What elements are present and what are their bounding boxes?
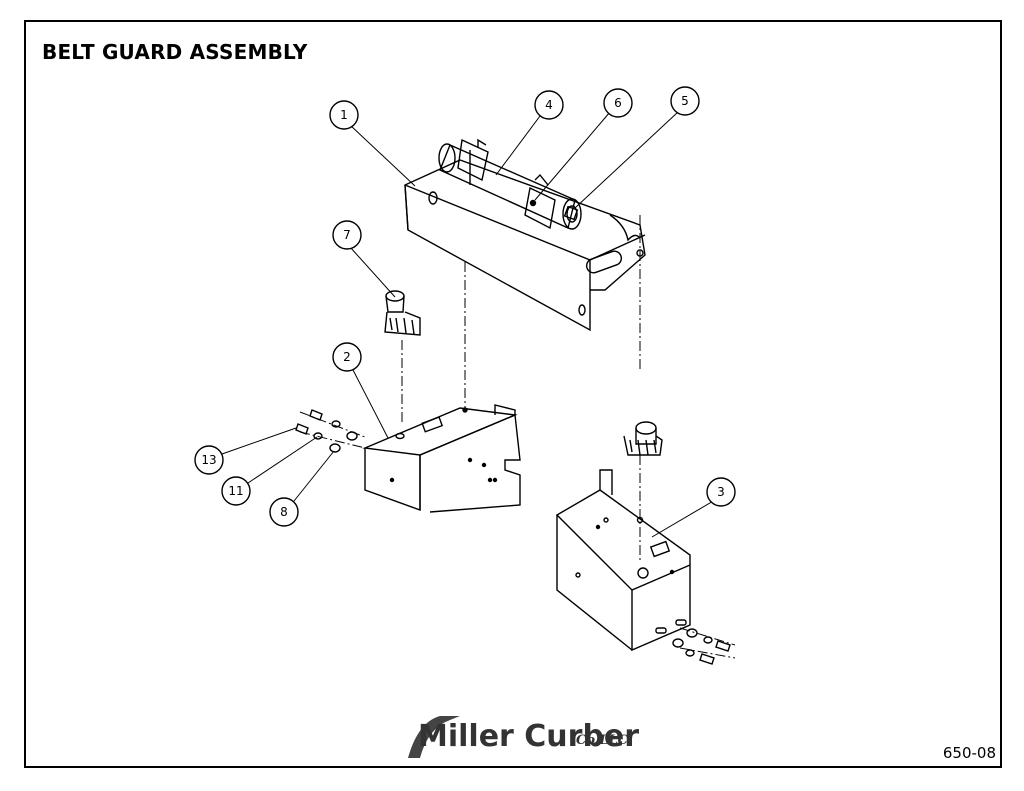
callout-6: 6 <box>603 88 633 118</box>
drawing-sheet-border: BELT GUARD ASSEMBLY 650-08 <box>24 20 1002 768</box>
svg-text:1: 1 <box>340 108 348 122</box>
part-1-top-cover <box>404 159 646 332</box>
svg-text:13: 13 <box>201 453 216 467</box>
logo-suffix: Co.LLC <box>576 733 629 748</box>
svg-text:11: 11 <box>228 484 243 498</box>
company-logo: Miller Curber Co.LLC <box>408 716 639 758</box>
svg-text:7: 7 <box>343 228 351 242</box>
callout-8: 8 <box>269 497 299 527</box>
part-3-right-bracket <box>555 469 691 652</box>
svg-text:4: 4 <box>545 98 553 112</box>
part-6-clamp <box>524 173 556 230</box>
callout-balloons: 1 2 3 4 5 6 7 8 <box>194 86 736 527</box>
callout-1: 1 <box>329 100 359 130</box>
callout-2: 2 <box>332 342 362 372</box>
logo-name: Miller Curber <box>418 719 639 754</box>
callout-3: 3 <box>706 477 736 507</box>
svg-text:6: 6 <box>614 96 622 110</box>
svg-text:3: 3 <box>717 485 725 499</box>
svg-text:2: 2 <box>343 350 351 364</box>
document-number: 650-08 <box>942 744 996 762</box>
hardware-right <box>672 628 731 665</box>
callout-11: 11 <box>221 476 251 506</box>
callout-7: 7 <box>332 220 362 250</box>
callout-4: 4 <box>534 90 564 120</box>
part-2-left-bracket <box>362 404 521 513</box>
leader-lines <box>221 111 716 538</box>
page-title: BELT GUARD ASSEMBLY <box>42 40 308 64</box>
part-4-roller <box>438 138 582 230</box>
callout-13: 13 <box>194 445 224 475</box>
callout-5: 5 <box>670 86 700 116</box>
svg-text:8: 8 <box>280 505 288 519</box>
part-7-knob <box>384 290 421 336</box>
hardware-left <box>295 409 358 453</box>
part-3-knob <box>623 421 663 456</box>
svg-text:5: 5 <box>681 94 689 108</box>
